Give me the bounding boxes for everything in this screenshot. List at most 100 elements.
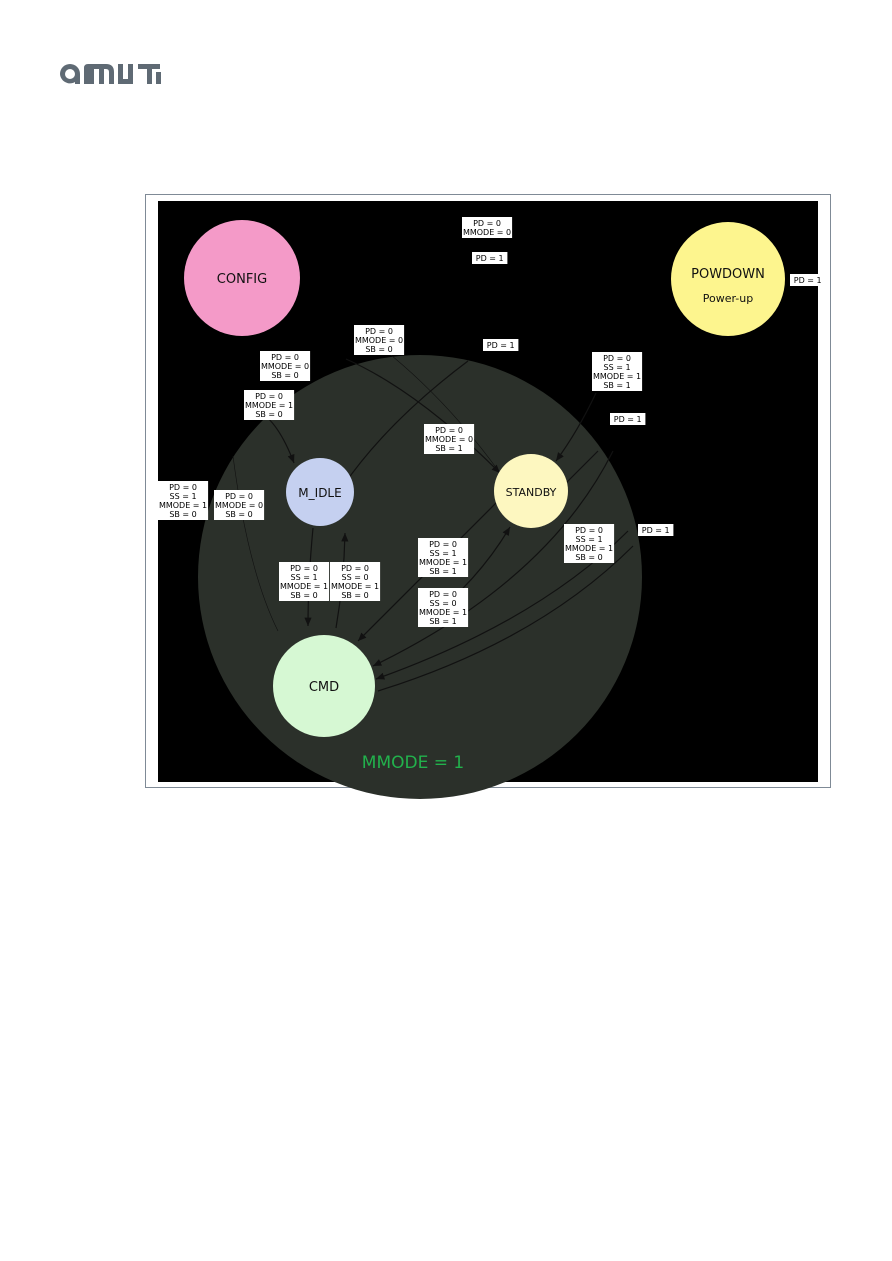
label-box	[564, 524, 615, 563]
label-line: PD = 0	[603, 354, 631, 363]
transition-label: PD = 1	[610, 413, 646, 425]
transition-label: PD = 1	[472, 252, 508, 264]
label-line: SB = 0	[255, 410, 282, 419]
label-line: PD = 0	[225, 492, 253, 501]
label-box	[418, 588, 469, 627]
label-box	[483, 339, 519, 351]
label-line: SS = 0	[342, 573, 369, 582]
label-line: PD = 0	[255, 392, 283, 401]
label-line: PD = 0	[473, 219, 501, 228]
ams-logo	[60, 64, 161, 84]
transition-label: PD = 1	[638, 524, 674, 536]
state-config: CONFIG	[184, 220, 300, 336]
transition-label: PD = 1	[790, 274, 826, 286]
state-name: M_IDLE	[298, 486, 341, 500]
label-line: PD = 0	[169, 483, 197, 492]
label-box	[610, 413, 646, 425]
label-box	[472, 252, 508, 264]
state-sublabel: Power-up	[703, 292, 753, 305]
state-name: CMD	[309, 680, 339, 695]
label-line: SB = 0	[271, 371, 298, 380]
label-box	[158, 481, 209, 520]
label-line: MMODE = 1	[245, 401, 293, 410]
label-line: SB = 1	[429, 567, 456, 576]
label-box	[214, 490, 265, 520]
label-box	[592, 352, 643, 391]
label-line: MMODE = 0	[261, 362, 309, 371]
label-line: PD = 1	[476, 254, 504, 263]
label-line: MMODE = 1	[419, 608, 467, 617]
label-box	[638, 524, 674, 536]
state-name: POWDOWN	[691, 267, 765, 282]
state-m_idle: M_IDLE	[286, 458, 354, 526]
state-name: CONFIG	[217, 272, 267, 287]
label-line: PD = 0	[575, 526, 603, 535]
label-line: SB = 0	[169, 510, 196, 519]
label-line: SS = 1	[291, 573, 318, 582]
label-line: SB = 1	[603, 381, 630, 390]
label-line: SS = 1	[604, 363, 631, 372]
state-powdown: POWDOWN Power-up	[671, 222, 785, 336]
region-label: MMODE = 1	[362, 753, 464, 773]
state-standby: STANDBY	[494, 454, 568, 528]
label-line: SS = 0	[430, 599, 457, 608]
label-box	[418, 538, 469, 577]
state-cmd: CMD	[273, 635, 375, 737]
label-line: MMODE = 0	[355, 336, 403, 345]
label-box	[424, 424, 475, 454]
label-line: SS = 1	[170, 492, 197, 501]
label-box	[330, 562, 381, 601]
label-line: PD = 1	[794, 276, 822, 285]
label-line: MMODE = 1	[280, 582, 328, 591]
state-circle	[671, 222, 785, 336]
label-line: SB = 0	[290, 591, 317, 600]
label-box	[279, 562, 330, 601]
label-line: PD = 0	[341, 564, 369, 573]
label-line: PD = 0	[429, 590, 457, 599]
label-line: PD = 1	[614, 415, 642, 424]
label-line: MMODE = 1	[331, 582, 379, 591]
label-line: SS = 1	[576, 535, 603, 544]
state-circle	[286, 458, 354, 526]
label-line: MMODE = 1	[593, 372, 641, 381]
label-line: MMODE = 1	[419, 558, 467, 567]
label-line: SB = 0	[341, 591, 368, 600]
state-name: STANDBY	[506, 486, 557, 499]
label-line: PD = 0	[365, 327, 393, 336]
label-line: MMODE = 1	[159, 501, 207, 510]
label-line: SB = 1	[429, 617, 456, 626]
label-line: SB = 1	[435, 444, 462, 453]
label-box	[462, 217, 513, 238]
state-diagram: CONFIG POWDOWN Power-upM_IDLE STANDBY CMD PD…	[158, 201, 826, 799]
label-line: MMODE = 0	[425, 435, 473, 444]
label-line: MMODE = 1	[565, 544, 613, 553]
label-box	[354, 325, 405, 355]
state-circle	[184, 220, 300, 336]
label-line: PD = 1	[642, 526, 670, 535]
label-line: PD = 0	[429, 540, 457, 549]
label-box	[244, 390, 295, 420]
label-line: PD = 0	[435, 426, 463, 435]
state-circle	[273, 635, 375, 737]
label-line: PD = 0	[290, 564, 318, 573]
label-line: PD = 0	[271, 353, 299, 362]
label-line: SB = 0	[365, 345, 392, 354]
label-line: MMODE = 0	[215, 501, 263, 510]
label-line: MMODE = 0	[463, 228, 511, 237]
label-line: SB = 0	[225, 510, 252, 519]
label-line: PD = 1	[487, 341, 515, 350]
label-line: SS = 1	[430, 549, 457, 558]
label-box	[790, 274, 826, 286]
